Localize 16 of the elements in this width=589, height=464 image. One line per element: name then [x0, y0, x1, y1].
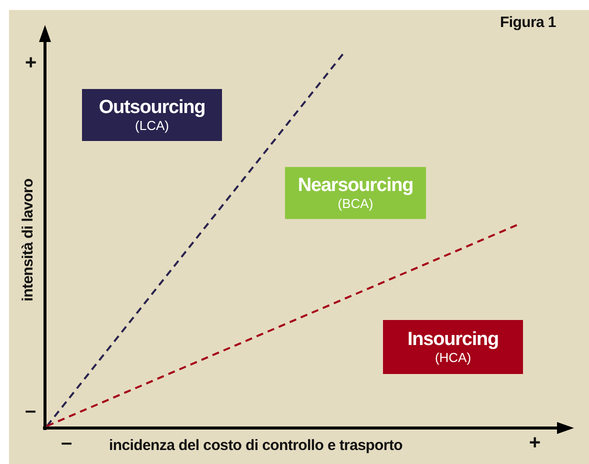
category-box	[383, 320, 523, 374]
category-title: Outsourcing	[98, 97, 206, 118]
category-box	[82, 89, 222, 141]
axis-title: intensità di lavoro	[20, 178, 36, 302]
axis-title: incidenza del costo di controllo e trasporto	[109, 437, 403, 454]
abbreviation-label: (LCA)	[135, 118, 169, 133]
axis-end-sign: –	[61, 432, 72, 455]
category-box	[285, 167, 426, 219]
axis-end-sign: +	[529, 432, 540, 455]
category-title: Nearsourcing	[298, 175, 414, 196]
axis-end-sign: –	[25, 400, 36, 423]
abbreviation-label: (BCA)	[338, 196, 374, 211]
abbreviation-label: (HCA)	[434, 350, 472, 365]
axis-end-sign: +	[25, 52, 36, 75]
category-title: Insourcing	[407, 329, 499, 350]
figure-number: Figura 1	[500, 14, 556, 31]
